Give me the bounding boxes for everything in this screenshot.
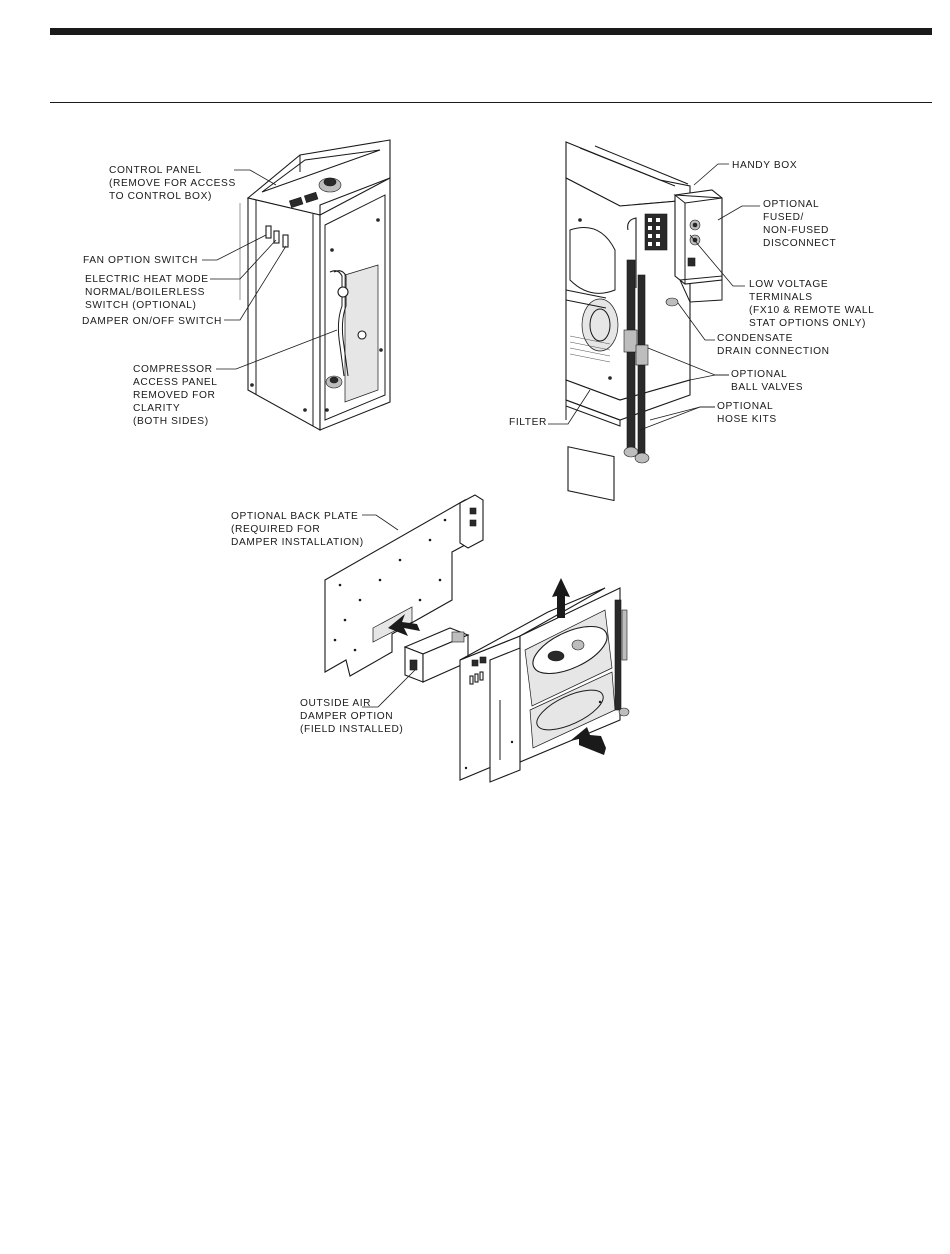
label-low-voltage-terminals: LOW VOLTAGE TERMINALS (FX10 & REMOTE WAL… [749,279,877,329]
label-condensate: CONDENSATE DRAIN CONNECTION [717,333,830,357]
label-fan-option-switch: FAN OPTION SWITCH [83,255,198,266]
label-filter: FILTER [509,417,547,428]
right-unit-leaders [548,163,760,431]
right-unit-illustration [565,141,723,502]
left-unit-illustration [239,139,391,431]
label-handy-box: HANDY BOX [732,160,797,171]
bottom-unit-illustration [324,494,630,783]
bottom-unit-leaders [362,514,416,708]
label-hose-kits: OPTIONAL HOSE KITS [717,401,777,425]
label-electric-heat-mode: ELECTRIC HEAT MODE NORMAL/BOILERLESS SWI… [85,274,212,311]
label-damper-switch: DAMPER ON/OFF SWITCH [82,316,222,327]
label-outside-air-damper: OUTSIDE AIR DAMPER OPTION (FIELD INSTALL… [300,698,403,735]
left-unit-leaders [202,169,338,370]
label-compressor-panel: COMPRESSOR ACCESS PANEL REMOVED FOR CLAR… [133,364,221,427]
header-rule-thin [50,102,932,103]
label-disconnect: OPTIONAL FUSED/ NON-FUSED DISCONNECT [763,199,836,249]
label-ball-valves: OPTIONAL BALL VALVES [731,369,803,393]
label-control-panel: CONTROL PANEL (REMOVE FOR ACCESS TO CONT… [109,165,239,202]
header-rule-thick [50,28,932,35]
label-back-plate: OPTIONAL BACK PLATE (REQUIRED FOR DAMPER… [231,511,364,548]
